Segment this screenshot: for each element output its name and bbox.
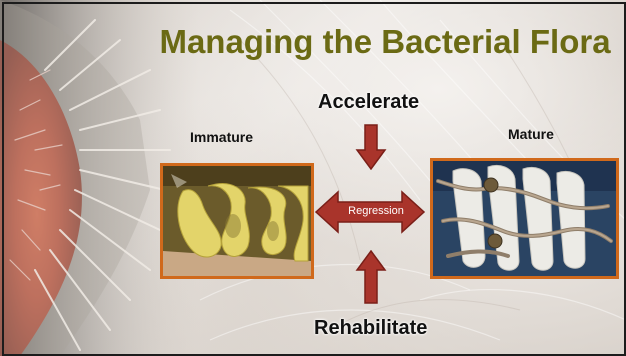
up-arrow-icon	[355, 250, 387, 304]
regression-label: Regression	[336, 204, 416, 218]
mature-intestine-photo	[430, 158, 619, 279]
down-arrow-icon	[355, 124, 387, 170]
immature-intestine-photo	[160, 163, 314, 279]
slide-title: Managing the Bacterial Flora	[150, 22, 620, 62]
accelerate-label: Accelerate	[318, 90, 419, 114]
mature-label: Mature	[508, 125, 554, 143]
rehabilitate-label: Rehabilitate	[314, 316, 427, 340]
immature-label: Immature	[190, 128, 253, 146]
